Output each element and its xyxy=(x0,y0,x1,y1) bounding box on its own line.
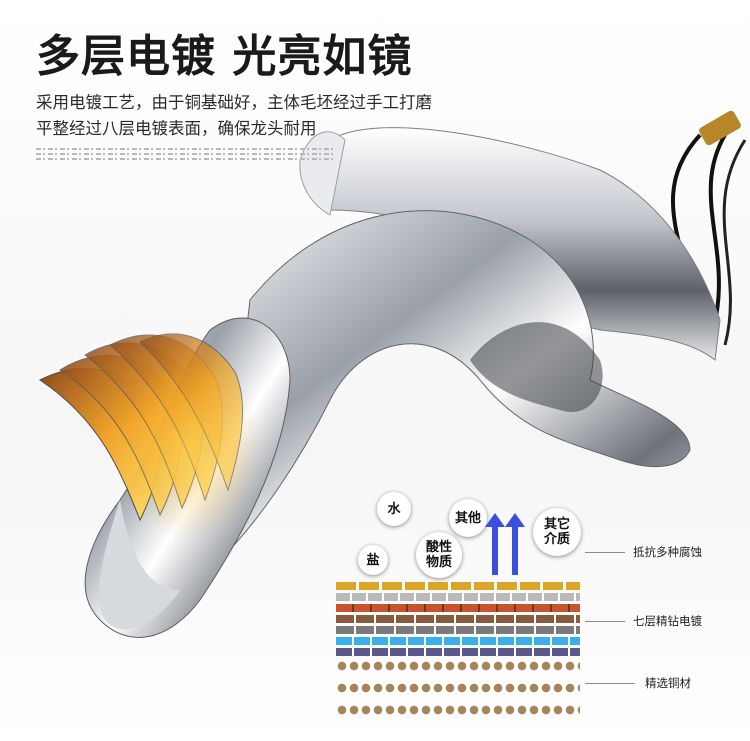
description-line: 采用电镀工艺，由于铜基础好，主体毛坯经过手工打磨 xyxy=(36,93,432,112)
plating-layer xyxy=(336,637,580,645)
bubble-label: 水 xyxy=(387,501,401,517)
plating-layer xyxy=(336,582,580,590)
bubble-label: 其他 xyxy=(454,510,481,526)
bubble-acid: 酸性 物质 xyxy=(416,532,462,578)
bubble-label: 其它 xyxy=(543,517,570,532)
copper-base-row xyxy=(336,704,580,716)
bubble-label: 物质 xyxy=(425,555,452,570)
bubble-water: 水 xyxy=(377,492,411,526)
page-title: 多层电镀 光亮如镜 xyxy=(36,31,413,82)
label-copper: 精选铜材 xyxy=(645,676,691,690)
plating-layers-diagram xyxy=(336,582,580,726)
bubble-label: 盐 xyxy=(366,552,380,568)
label-corrosion: 抵抗多种腐蚀 xyxy=(633,545,702,559)
plating-layer xyxy=(336,648,580,656)
plating-layer xyxy=(336,593,580,601)
callout-line xyxy=(585,621,625,622)
bubble-other: 其他 xyxy=(449,499,487,537)
resist-arrow-icon xyxy=(505,513,525,575)
bubble-other-medium: 其它 介质 xyxy=(533,508,581,556)
callout-line xyxy=(585,552,625,553)
description: 采用电镀工艺，由于铜基础好，主体毛坯经过手工打磨 平整经过八层电镀表面，确保龙头… xyxy=(36,90,536,142)
resist-arrow-icon xyxy=(485,513,505,575)
copper-base-row xyxy=(336,660,580,672)
plating-layer xyxy=(336,626,580,634)
plating-layer xyxy=(336,615,580,623)
copper-base-row xyxy=(336,682,580,694)
decorative-micro-text xyxy=(36,145,336,167)
plating-layer xyxy=(336,604,580,612)
bubble-salt: 盐 xyxy=(358,545,388,575)
bubble-label: 介质 xyxy=(543,532,570,547)
label-plating: 七层精钻电镀 xyxy=(633,614,702,628)
description-line: 平整经过八层电镀表面，确保龙头耐用 xyxy=(36,119,317,138)
bubble-label: 酸性 xyxy=(425,540,452,555)
callout-line xyxy=(585,683,635,684)
